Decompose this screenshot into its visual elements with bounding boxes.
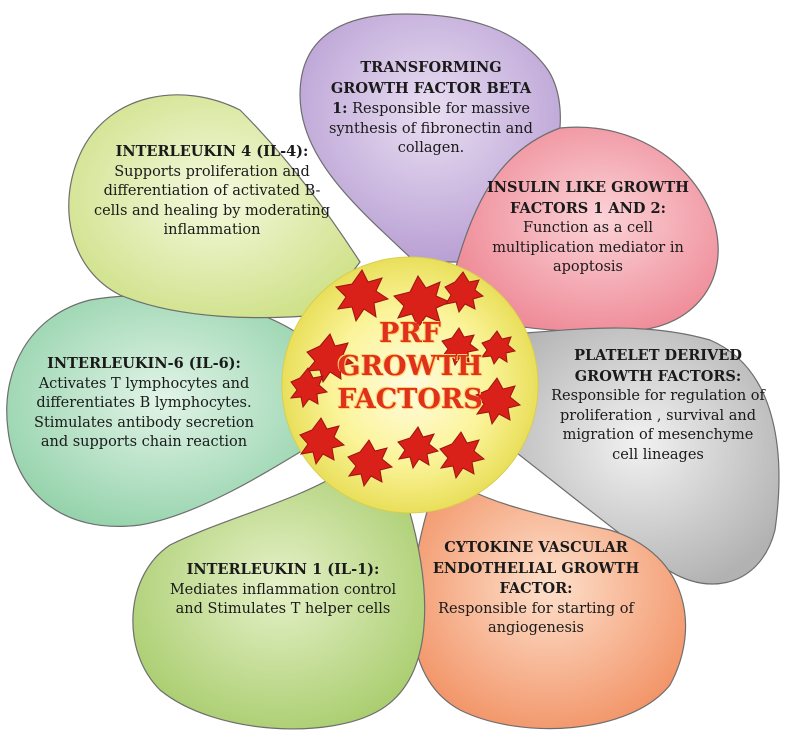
platelet-cell — [439, 431, 486, 480]
platelet-cell — [440, 327, 480, 367]
center-title-line: PRF — [379, 318, 441, 349]
platelet-cell — [480, 330, 517, 366]
petal-body: Supports proliferation and differentiati… — [93, 163, 331, 239]
petal-title: TRANSFORMING GROWTH FACTOR BETA 1: — [330, 59, 532, 118]
platelet-cell — [299, 417, 346, 466]
petal-text-pdgf: PLATELET DERIVED GROWTH FACTORS: Respons… — [548, 346, 768, 465]
petal-body: Responsible for massive synthesis of fib… — [329, 101, 533, 157]
center-title: PRF GROWTH FACTORS — [315, 318, 505, 417]
platelet-cell — [444, 271, 485, 314]
platelet-cells — [289, 269, 522, 488]
petal-body: Activates T lymphocytes and differentiat… — [34, 375, 254, 451]
petal-text-vegf: CYTOKINE VASCULAR ENDOTHELIAL GROWTH FAC… — [426, 538, 646, 639]
petal-title: INTERLEUKIN 1 (IL-1): — [186, 561, 380, 578]
petal-body: Responsible for starting of angiogenesis — [438, 600, 634, 637]
petal-body: Responsible for regulation of proliferat… — [551, 388, 765, 463]
platelet-cell — [393, 275, 452, 330]
platelet-cell — [334, 269, 390, 323]
petal-title: INTERLEUKIN 4 (IL-4): — [115, 143, 309, 160]
petal-title: INTERLEUKIN-6 (IL-6): — [47, 355, 241, 372]
petal-il4 — [68, 94, 361, 319]
platelet-cell — [347, 439, 394, 488]
petal-pdgf — [499, 327, 780, 585]
petal-text-il6: INTERLEUKIN-6 (IL-6): Activates T lympho… — [20, 354, 268, 453]
petal-title: INSULIN LIKE GROWTH FACTORS 1 AND 2: — [487, 179, 689, 217]
platelet-cell — [289, 367, 329, 409]
platelet-cell — [305, 333, 355, 384]
petal-body: Function as a cell multiplication mediat… — [492, 220, 684, 276]
petal-text-igf: INSULIN LIKE GROWTH FACTORS 1 AND 2: Fun… — [478, 178, 698, 278]
petal-il1 — [132, 469, 426, 730]
platelet-cell — [397, 426, 440, 470]
platelet-cell — [475, 377, 522, 426]
petal-title: CYTOKINE VASCULAR ENDOTHELIAL GROWTH FAC… — [432, 539, 640, 598]
petal-text-tgf-beta: TRANSFORMING GROWTH FACTOR BETA 1: Respo… — [326, 58, 536, 159]
petal-text-il1: INTERLEUKIN 1 (IL-1): Mediates inflammat… — [168, 560, 398, 620]
center-title-line: FACTORS — [337, 383, 483, 415]
center-title-line: GROWTH — [337, 350, 483, 382]
petal-title: PLATELET DERIVED GROWTH FACTORS: — [574, 347, 742, 385]
petal-text-il4: INTERLEUKIN 4 (IL-4): Supports prolifera… — [92, 142, 332, 241]
petal-body: Mediates inflammation control and Stimul… — [169, 581, 397, 618]
